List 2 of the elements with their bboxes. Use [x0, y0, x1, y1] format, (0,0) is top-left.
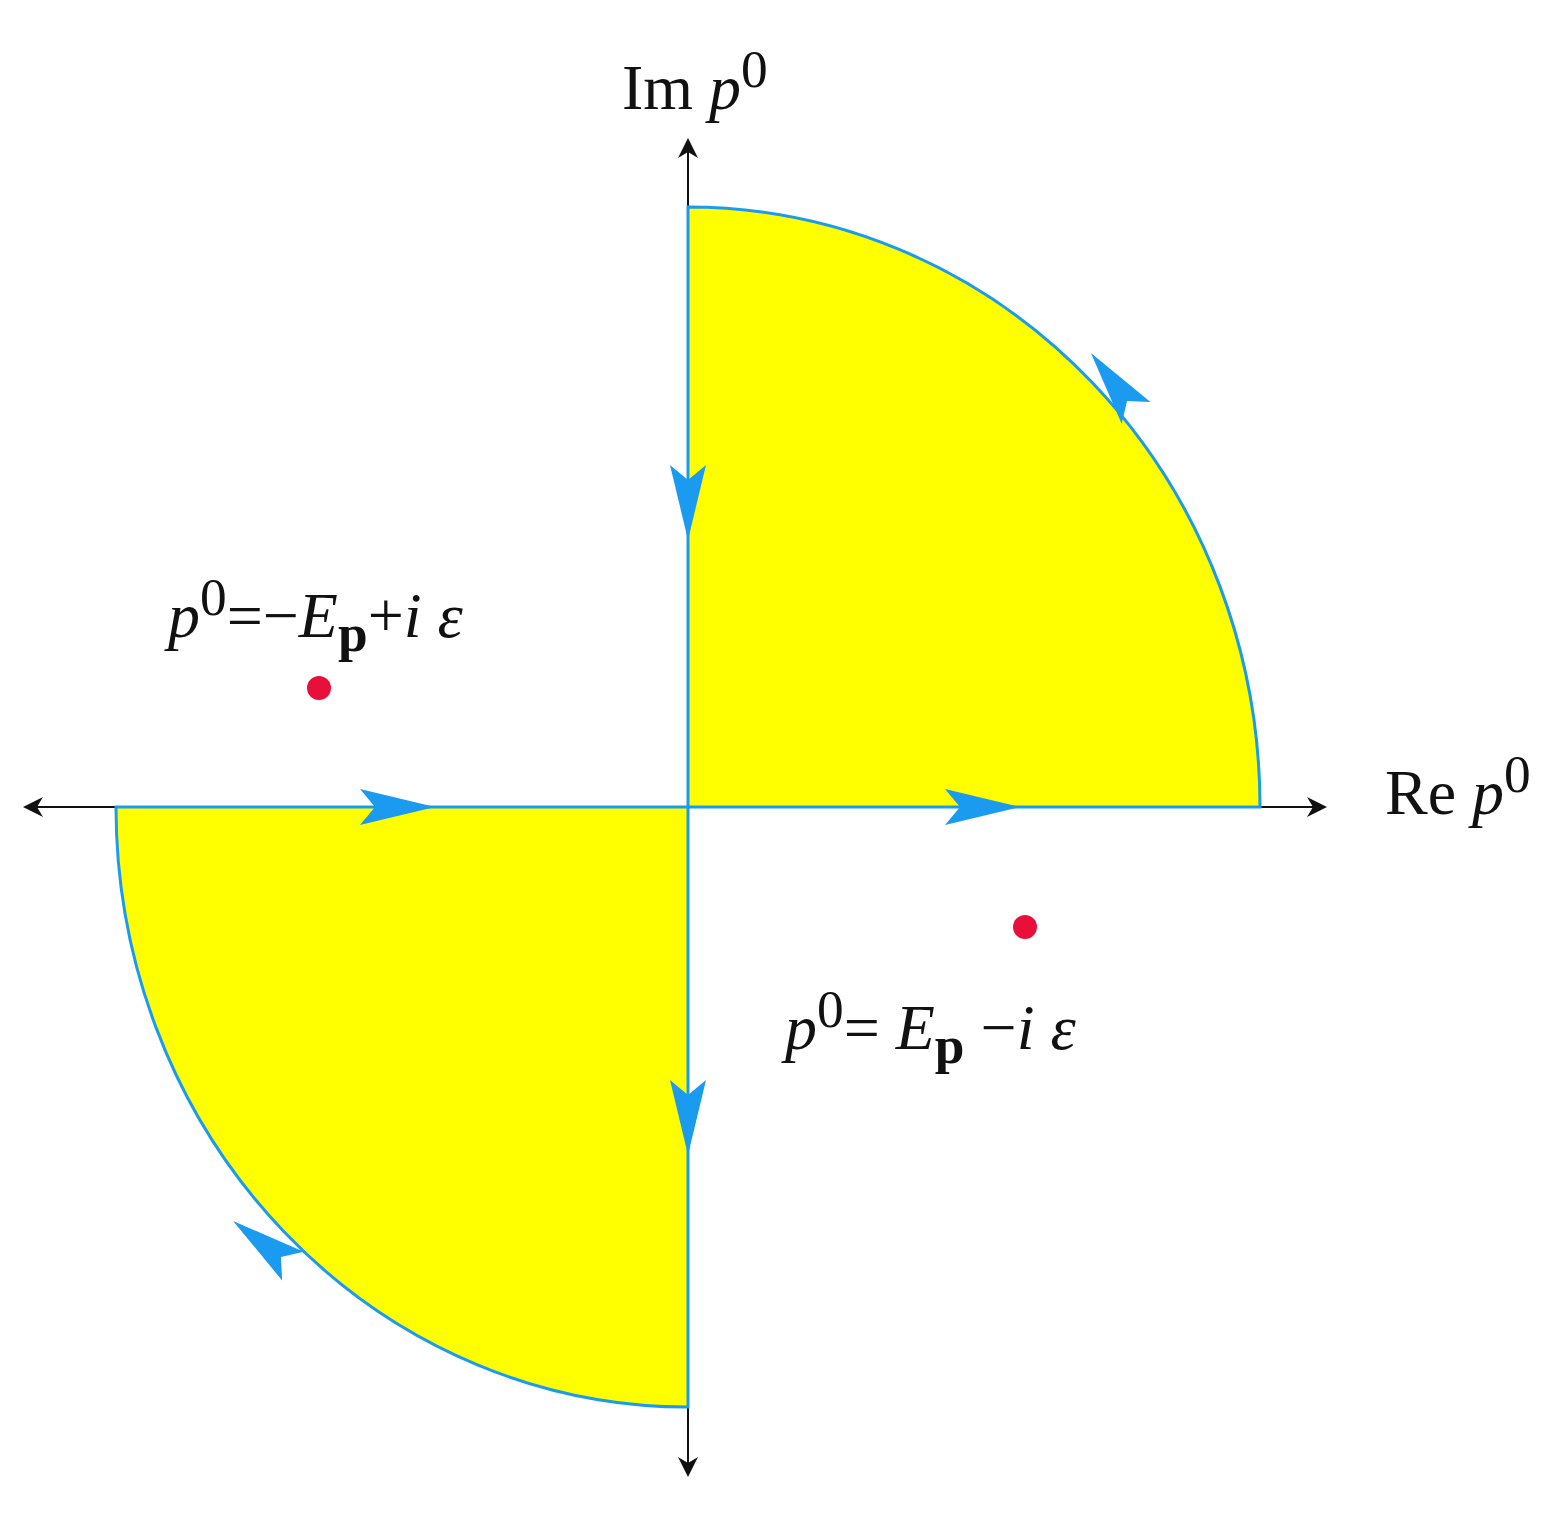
- axis-label: Im p$^{0}$: [622, 40, 768, 124]
- axis-label: Re p$^{0}$: [1385, 745, 1531, 829]
